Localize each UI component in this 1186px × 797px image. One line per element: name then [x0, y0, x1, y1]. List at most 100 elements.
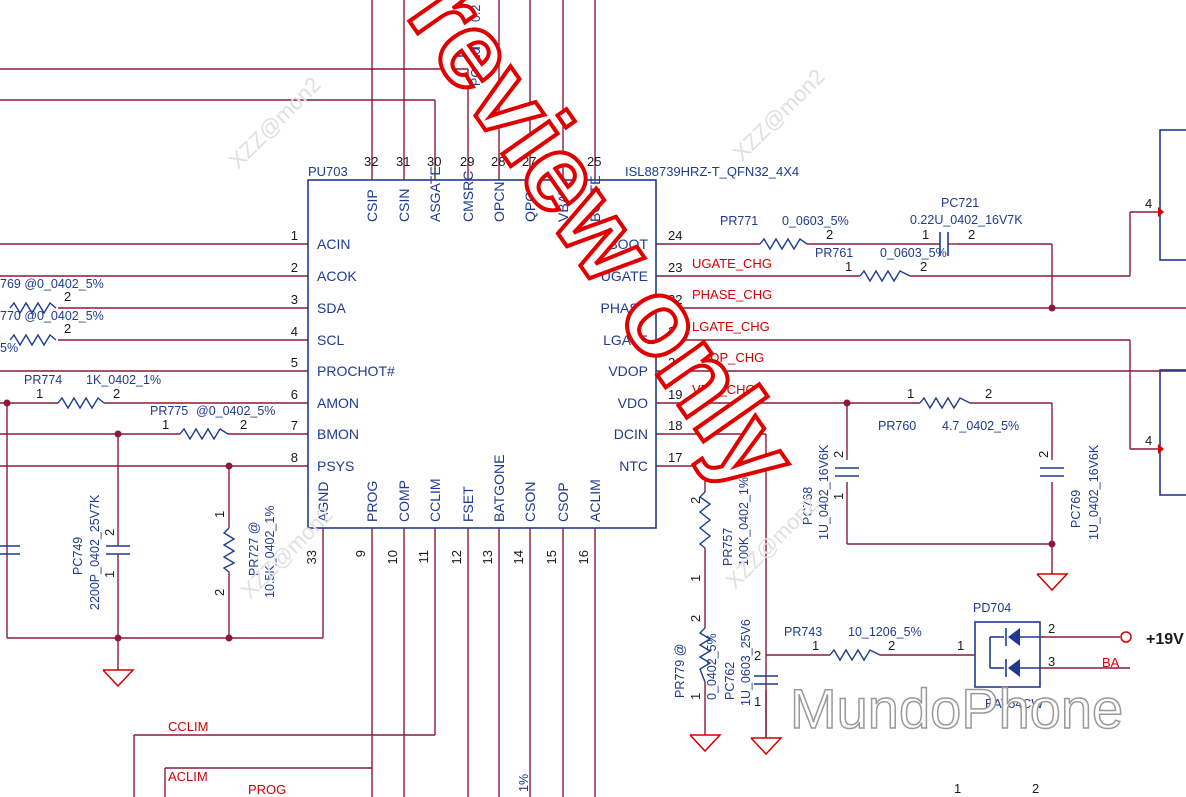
pc750-ref: PC750 [469, 48, 483, 86]
pin-number: 4 [291, 324, 298, 339]
pin-label: UGATE [601, 268, 648, 284]
pc768-value: 1U_0402_16V6K [817, 444, 831, 540]
pin-number: 19 [668, 387, 682, 402]
svg-text:2: 2 [113, 386, 120, 401]
net-aclim: ACLIM [168, 769, 208, 784]
pin-number: 5 [291, 355, 298, 370]
svg-text:1: 1 [907, 386, 914, 401]
pr774-ref: PR774 [24, 373, 62, 387]
pin-label: DCIN [614, 426, 648, 442]
mosfet-stubs: 4 4 [1145, 129, 1186, 496]
pin-number: 12 [449, 550, 464, 564]
pin-label: SDA [317, 300, 346, 316]
pin-label: COMP [396, 480, 412, 522]
svg-text:2: 2 [888, 638, 895, 653]
resistor-pr774 [57, 396, 105, 410]
pin-number: 1 [291, 228, 298, 243]
pc721-value: 0.22U_0402_16V7K [910, 213, 1023, 227]
diode-icon [1008, 628, 1020, 646]
resistor-pr727 [222, 527, 236, 573]
pr775-value: @0_0402_5% [196, 404, 275, 418]
pr743-ref: PR743 [784, 625, 822, 639]
pc762-ref: PC762 [723, 662, 737, 700]
component-labels: 769 @0_0402_5% 2 770 @0_0402_5% 2 5% PR7… [0, 5, 1101, 796]
pc769-ref: PC769 [1069, 490, 1083, 528]
arrow-icon [1158, 207, 1164, 217]
pr761-value: 0_0603_5% [880, 246, 947, 260]
pin-number: 9 [353, 550, 368, 557]
pin-label: CSOP [555, 482, 571, 522]
pin-label: CCLIM [427, 478, 443, 522]
pin-label: CSIP [364, 189, 380, 222]
pin-label: VDO [618, 395, 648, 411]
capacitor-pc762 [754, 675, 778, 685]
pr743-value: 10_1206_5% [848, 625, 922, 639]
resistor-pr761 [859, 269, 911, 283]
net-prog: PROG [248, 782, 286, 797]
net-labels: UGATE_CHG PHASE_CHG LGATE_CHG VDDP_CHG V… [168, 256, 1184, 797]
net-cclim: CCLIM [168, 719, 208, 734]
pc769-value: 1U_0402_16V6K [1087, 444, 1101, 540]
svg-text:1: 1 [812, 638, 819, 653]
svg-text:2: 2 [985, 386, 992, 401]
pc749-ref: PC749 [71, 537, 85, 575]
pin-label: AGND [315, 482, 331, 522]
pin-label: PROCHOT# [317, 363, 395, 379]
pin-label: BOOT [608, 236, 648, 252]
resistor-pr779 [698, 627, 712, 683]
pin-label: AMON [317, 395, 359, 411]
pc749-value: 2200P_0402_25V7K [88, 494, 102, 610]
ic-part-number: ISL88739HRZ-T_QFN32_4X4 [625, 164, 799, 179]
pr771-value: 0_0603_5% [782, 214, 849, 228]
pr760-value: 4.7_0402_5% [942, 419, 1019, 433]
pin-label: LGATE [603, 332, 648, 348]
resistor-pr775 [179, 427, 229, 441]
pr761-ref: PR761 [815, 246, 853, 260]
svg-text:1: 1 [957, 638, 964, 653]
pin-number: 26 [555, 154, 569, 169]
svg-text:1: 1 [845, 259, 852, 274]
pin-number: 13 [480, 550, 495, 564]
pin-label: ASGATE [427, 166, 443, 222]
svg-text:1: 1 [688, 575, 703, 582]
pin-number: 31 [396, 154, 410, 169]
svg-text:4: 4 [1145, 196, 1152, 211]
pr760-ref: PR760 [878, 419, 916, 433]
pin-number: 25 [587, 154, 601, 169]
pd704-part: BAT54CW [985, 697, 1043, 711]
capacitor-pc768 [835, 467, 859, 477]
pin-label: BMON [317, 426, 359, 442]
pc762-value: 1U_0603_25V6 [739, 619, 753, 706]
pin-label: BATGONE [491, 455, 507, 522]
pin-label: OPCN [491, 182, 507, 222]
pin-number: 16 [576, 550, 591, 564]
diode-icon [1008, 659, 1020, 677]
pr769-label: 769 @0_0402_5% [0, 277, 104, 291]
pin-label: VDOP [608, 363, 648, 379]
pin-number: 29 [460, 154, 474, 169]
pin-label: PHASE [601, 300, 648, 316]
pc750-value: 0.2 [469, 5, 483, 22]
xzz-watermark: XZZ@mon2 [728, 64, 830, 166]
pin-label: ACOK [317, 268, 357, 284]
resistors [9, 237, 971, 683]
svg-text:2: 2 [64, 289, 71, 304]
pr779-value: 0_0402_5% [705, 633, 719, 700]
pd704-ref: PD704 [973, 601, 1011, 615]
resistor-pr770 [9, 333, 57, 347]
svg-text:2: 2 [920, 259, 927, 274]
pin-number: 3 [291, 292, 298, 307]
ground-icon [1036, 573, 1069, 592]
resistor-pr757 [698, 491, 712, 549]
pin-number: 7 [291, 418, 298, 433]
pin-number: 20 [668, 355, 682, 370]
diode-pd704 [974, 621, 1132, 688]
svg-text:1: 1 [754, 694, 761, 709]
junctions [3, 304, 1056, 642]
mosfet-lower [1159, 369, 1186, 496]
arrow-icon [1158, 444, 1164, 454]
pin-number: 24 [668, 228, 682, 243]
svg-text:3: 3 [1048, 654, 1055, 669]
pin-label: PROG [364, 481, 380, 522]
